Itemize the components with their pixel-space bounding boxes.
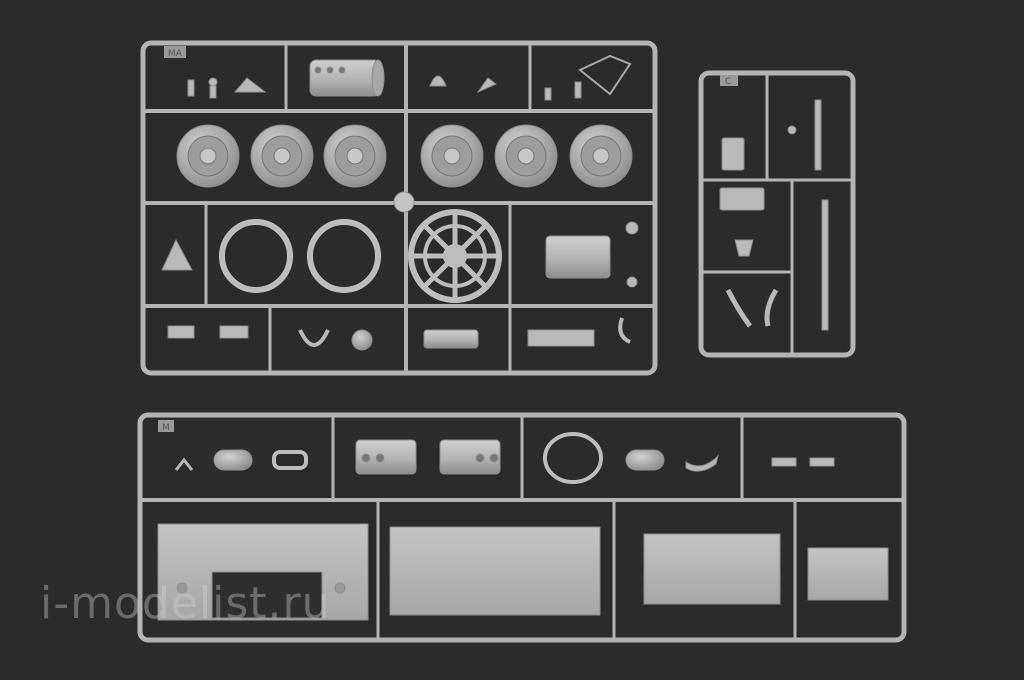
sprue-c-parts <box>719 99 829 331</box>
small-plate <box>807 547 889 601</box>
wheel-row <box>176 124 633 188</box>
rear-plate <box>643 533 781 605</box>
sprue-m-label: M <box>162 423 170 433</box>
wheel-3 <box>323 124 387 188</box>
small-parts-row4 <box>167 317 631 351</box>
sprue-ma <box>140 40 658 376</box>
side-plate <box>389 526 601 616</box>
wheel-4 <box>420 124 484 188</box>
sprue-c-tag: C <box>720 75 738 87</box>
wheel-6 <box>569 124 633 188</box>
sprue-m-small-parts <box>174 432 835 484</box>
sprue-m <box>137 412 907 643</box>
sprue-ma-label: MA <box>168 49 183 59</box>
wheel-1 <box>176 124 240 188</box>
sprue-m-tag: M <box>158 420 174 433</box>
misc-parts-row3 <box>161 191 639 288</box>
hull-front-plate <box>157 523 369 621</box>
sprue-c-label: C <box>725 77 731 87</box>
sprue-ma-tag: MA <box>164 46 186 59</box>
small-parts-row1 <box>187 54 632 101</box>
sprue-c <box>698 70 856 358</box>
wheel-5 <box>494 124 558 188</box>
wheel-2 <box>250 124 314 188</box>
sprue-m-plates <box>157 523 889 621</box>
ring-parts <box>219 209 502 303</box>
